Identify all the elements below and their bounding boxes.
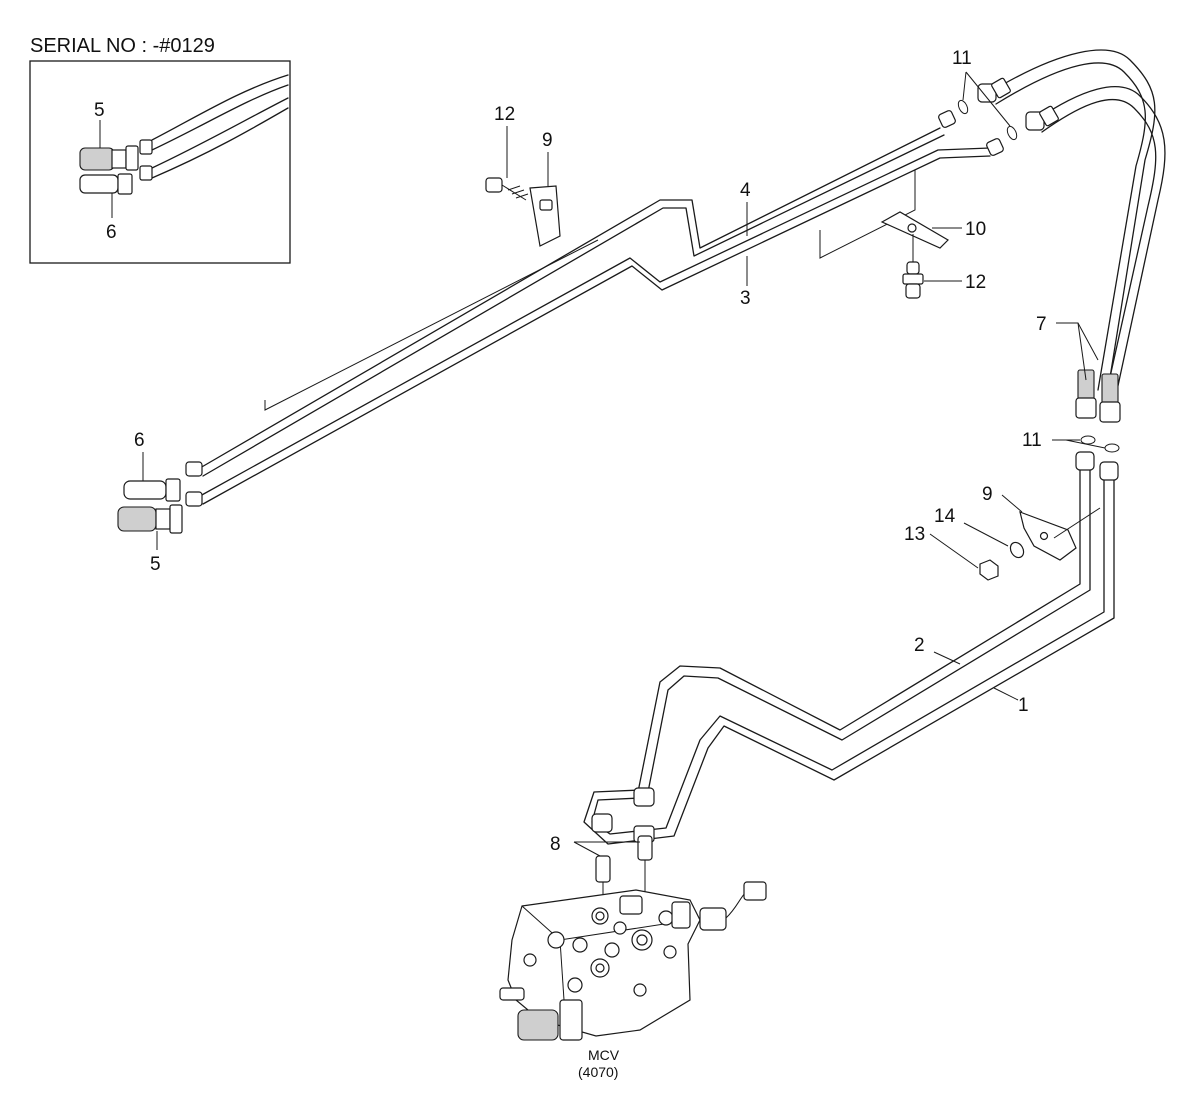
callout-7: 7 [1036,314,1047,335]
serial-title: SERIAL NO : -#0129 [30,35,215,57]
pipe-3-4 [185,110,1004,507]
callout-5: 5 [150,554,161,575]
clamp-9-top [529,185,561,247]
callout-11-top: 11 [952,48,972,69]
callout-13: 13 [904,524,925,545]
orings-11-mid [1052,435,1120,453]
washer-14 [1009,541,1025,559]
callout-11-mid: 11 [1022,430,1042,451]
callout-1: 1 [1018,695,1029,716]
bolt-12-top [485,177,529,201]
callout-3: 3 [740,288,751,309]
callout-4: 4 [740,180,751,201]
callout-10: 10 [965,219,986,240]
orings-11-top [957,71,1018,141]
clamp-9-right [1019,507,1101,561]
callout-12-right: 12 [965,272,986,293]
callout-12-top: 12 [494,104,515,125]
mcv-ref: (4070) [578,1064,618,1080]
inset-callout-6: 6 [106,222,117,243]
inset-coupler-5 [79,139,153,171]
callout-6: 6 [134,430,145,451]
coupler-5 [117,504,183,534]
serial-inset: SERIAL NO : -#0129 5 6 [29,35,291,264]
callout-8: 8 [550,834,561,855]
clamp-10 [880,211,949,249]
hose-7 [977,49,1166,423]
callout-2: 2 [914,635,925,656]
inset-coupler-6 [79,165,153,195]
callout-9-right: 9 [982,484,993,505]
bolt-12-right [902,234,924,299]
callout-14: 14 [934,506,956,527]
inset-callout-5: 5 [94,100,105,121]
coupler-6 [123,478,181,502]
mcv-valve [499,881,767,1041]
callout-9-top: 9 [542,130,553,151]
mcv-label: MCV [588,1047,620,1063]
nut-13 [979,559,999,581]
pipe-1-2 [583,451,1119,845]
